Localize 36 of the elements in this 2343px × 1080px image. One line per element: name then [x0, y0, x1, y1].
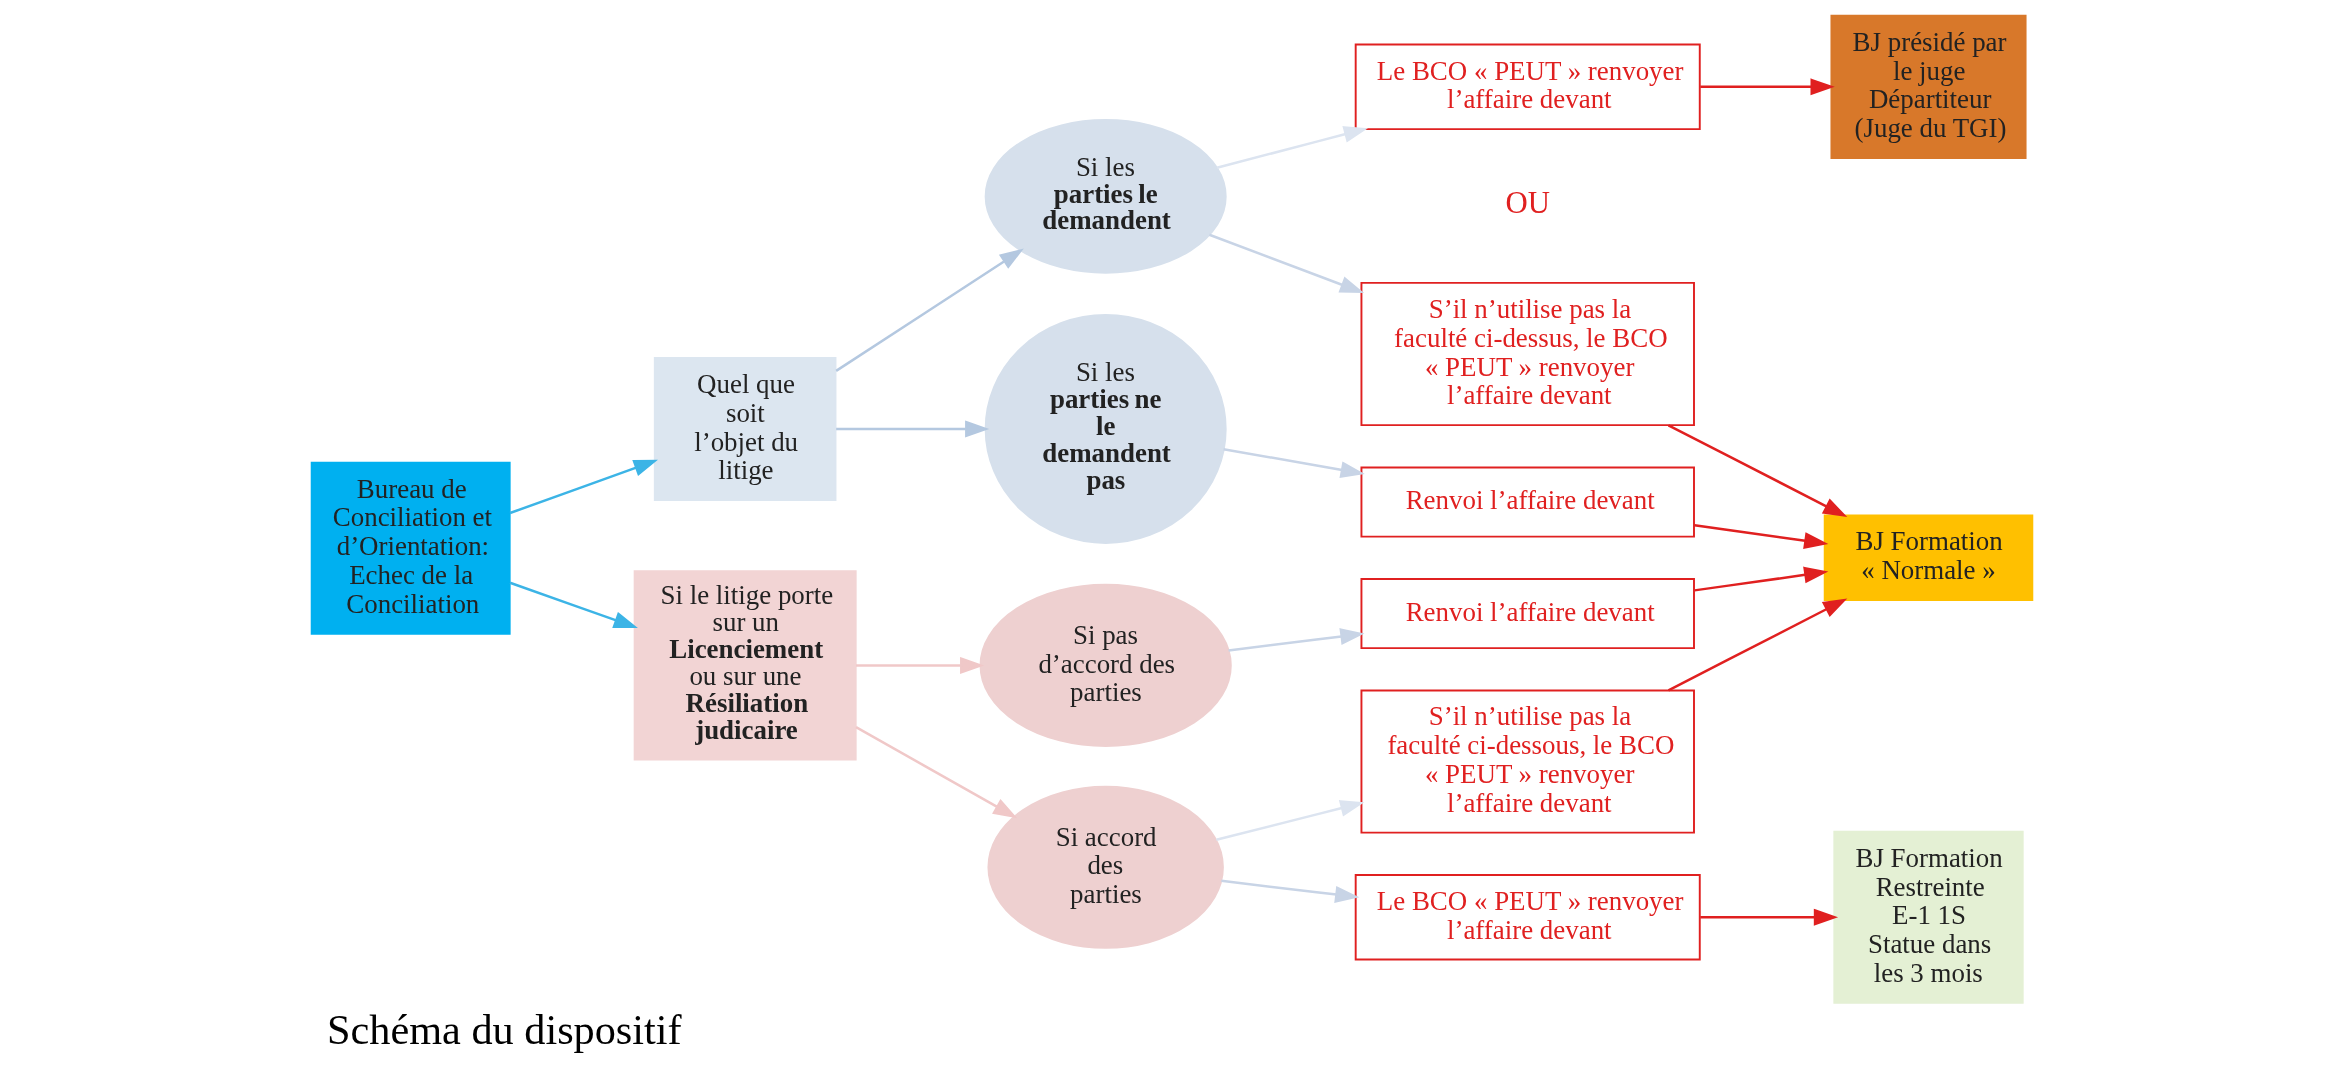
arrow: [1216, 126, 1368, 169]
node-box: S’il n’utilise pas la faculté ci-dessus, le BCO « PEUT » renvoyer l’affaire devant: [1360, 281, 1695, 427]
node-box: Si le litige porte sur un Licenciement ou sur une Résiliation judicaire: [633, 570, 857, 761]
arrow: [509, 581, 638, 629]
arrow: [835, 420, 989, 438]
arrow: [1699, 78, 1835, 96]
node-ellipse: Si les parties le demandent: [984, 119, 1227, 274]
arrow: [1667, 598, 1847, 692]
label: OU: [1505, 186, 1550, 221]
node-ellipse: Si accord des parties: [986, 785, 1224, 949]
arrow: [1220, 879, 1359, 903]
arrow: [854, 726, 1017, 819]
arrow: [1222, 448, 1365, 479]
node-circle: Si les parties ne le demandent pas: [984, 314, 1227, 544]
node-box: Bureau de Conciliation et d’Orientation: Echec de la Conciliation: [310, 461, 511, 635]
arrow: [1227, 628, 1365, 652]
node-ellipse: Si pas d’accord des parties: [979, 583, 1232, 747]
arrow: [855, 656, 984, 674]
node-box: BJ présidé par le juge Départiteur (Juge du TGI): [1830, 14, 2027, 159]
node-box: S’il n’utilise pas la faculté ci-dessous, le BCO « PEUT » renvoyer l’affaire devant: [1360, 689, 1695, 834]
arrow: [1693, 566, 1828, 592]
arrow: [1208, 233, 1364, 294]
node-box: Le BCO « PEUT » renvoyer l’affaire devant: [1354, 43, 1701, 131]
arrow: [1215, 800, 1364, 841]
arrow: [1667, 424, 1847, 518]
node-box: Quel que soit l’objet du litige: [653, 356, 836, 502]
arrow: [509, 459, 658, 515]
node-box: Le BCO « PEUT » renvoyer l’affaire devant: [1354, 874, 1701, 961]
arrow: [1693, 523, 1828, 549]
arrow: [1699, 908, 1838, 926]
node-box: BJ Formation Restreinte E-1 1S Statue dans les 3 mois: [1832, 830, 2024, 1004]
node-box: Renvoi l’affaire devant: [1360, 577, 1695, 650]
arrow: [834, 248, 1024, 372]
node-box: Renvoi l’affaire devant: [1360, 466, 1695, 538]
node-box: BJ Formation « Normale »: [1823, 514, 2033, 602]
diagram-title: Schéma du dispositif: [326, 1006, 682, 1054]
